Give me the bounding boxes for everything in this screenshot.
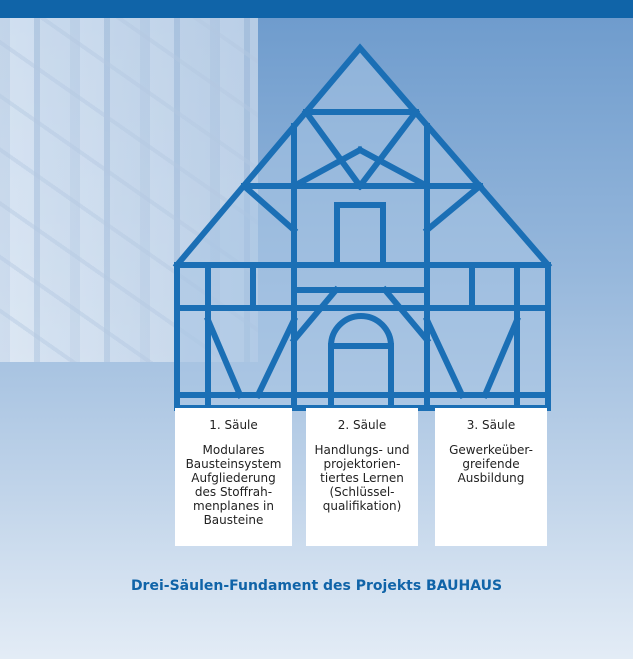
door-brace-left — [289, 285, 341, 345]
pillar-1-line: Aufgliederung — [191, 471, 276, 485]
pillar-2-title: 2. Säule — [337, 418, 387, 432]
pillar-2: 2. Säule Handlungs- und projektorien- ti… — [306, 408, 418, 546]
door-brace-right — [380, 285, 432, 345]
lower-brace-3 — [423, 316, 466, 399]
caption: Drei-Säulen-Fundament des Projekts BAUHA… — [130, 578, 503, 594]
roof-brace-right-lower — [422, 181, 485, 235]
house-body — [177, 48, 548, 408]
pillar-1-line: menplanes in — [193, 499, 274, 513]
pillar-2-line: Handlungs- und — [314, 443, 410, 457]
roof-inner-gable-left — [289, 145, 365, 191]
pillar-3-line: Gewerkeüber- — [449, 443, 533, 457]
pillar-2-line: tiertes Lernen — [320, 471, 404, 485]
pillar-3: 3. Säule Gewerkeüber- greifende Ausbildu… — [435, 408, 547, 546]
pillar-1: 1. Säule Modulares Bausteinsystem Aufgli… — [175, 408, 292, 546]
lower-brace-4 — [481, 316, 521, 399]
roof-brace-right-upper — [355, 107, 421, 191]
pillar-1-line: Modulares — [202, 443, 265, 457]
pillar-2-line: qualifikation) — [322, 499, 402, 513]
roof-brace-left-lower — [239, 181, 299, 235]
pillar-3-line: Ausbildung — [457, 471, 525, 485]
pillar-3-line: greifende — [462, 457, 520, 471]
pillar-2-line: (Schlüssel- — [329, 485, 395, 499]
roof-brace-left-upper — [301, 107, 365, 191]
arched-door — [328, 313, 394, 411]
pillar-1-line: Bausteinsystem — [185, 457, 282, 471]
pillar-2-line: projektorien- — [323, 457, 401, 471]
attic-window — [334, 202, 386, 268]
timber-frame-photo — [0, 18, 258, 362]
top-bar — [0, 0, 633, 18]
pillar-1-line: Bausteine — [203, 513, 264, 527]
pillar-1-title: 1. Säule — [209, 418, 258, 432]
lower-brace-1 — [204, 316, 244, 399]
pillar-3-title: 3. Säule — [466, 418, 516, 432]
roof-inner-gable-right — [355, 145, 432, 191]
pillar-1-line: des Stoffrah- — [194, 485, 273, 499]
roof-outline — [172, 43, 553, 270]
lower-brace-2 — [253, 315, 299, 400]
